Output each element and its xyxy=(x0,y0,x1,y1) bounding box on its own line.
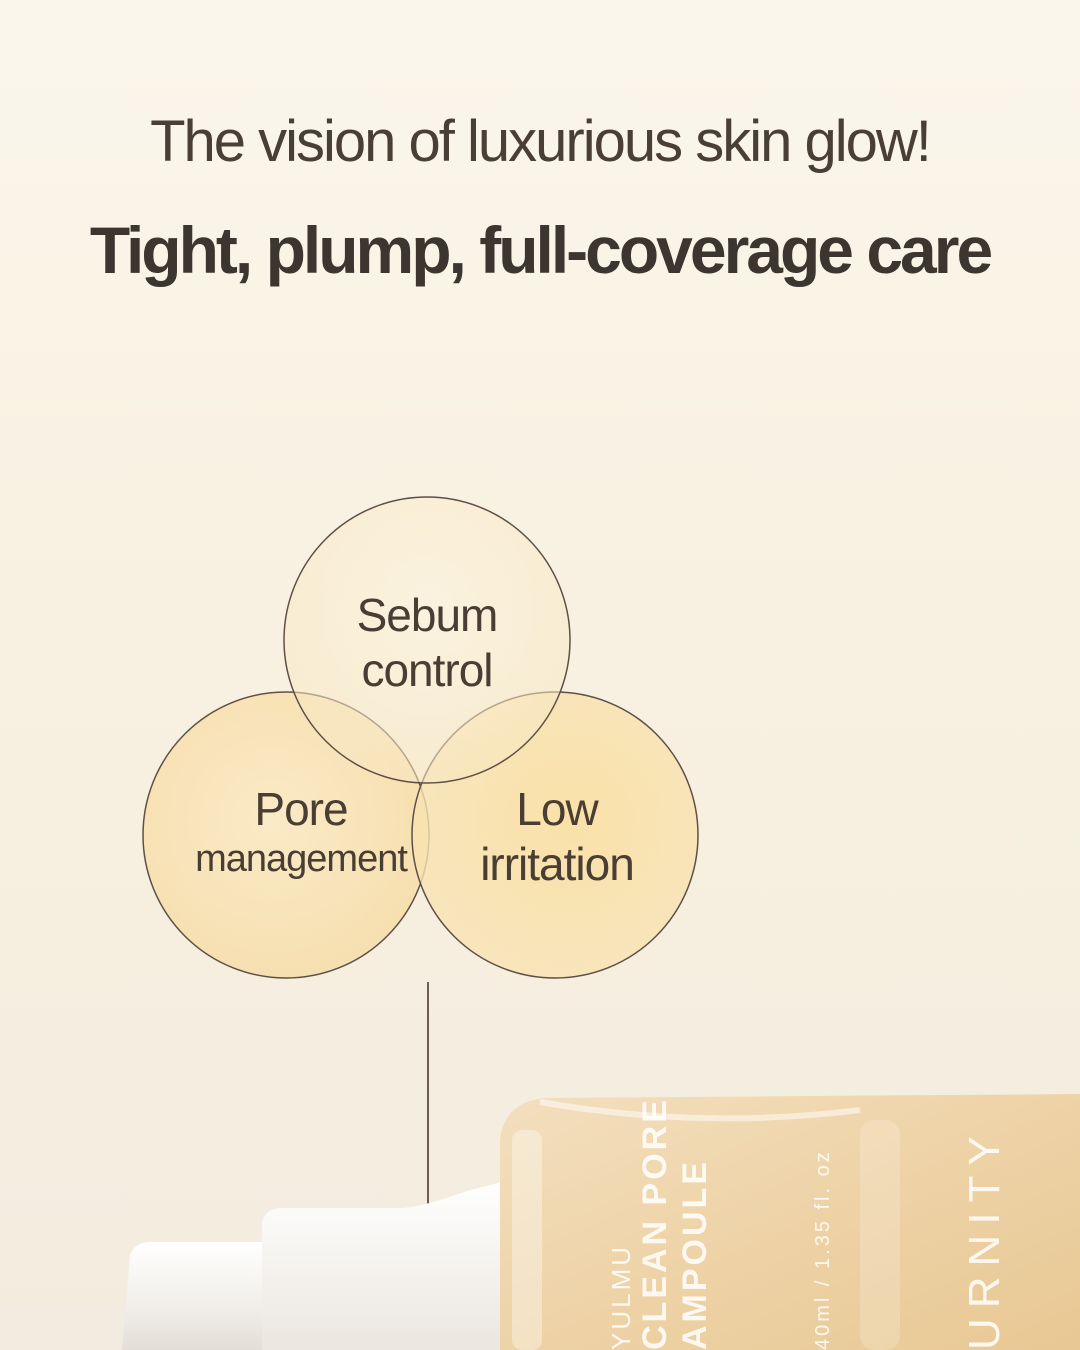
bottle-brand-big: URNITY xyxy=(960,1126,1009,1350)
venn-label-left-line1: Pore xyxy=(254,783,348,835)
bottle-dropper-tip xyxy=(122,1242,270,1350)
bottle-dropper-collar xyxy=(262,1180,510,1350)
bottle-shine xyxy=(539,1099,861,1122)
headline-line1: The vision of luxurious skin glow! xyxy=(150,109,932,174)
headline-line2: Tight, plump, full-coverage care xyxy=(89,213,993,287)
bottle-volume: 40ml / 1.35 fl. oz xyxy=(812,1149,834,1350)
bottle-brand-line: YULMU xyxy=(606,1243,636,1350)
venn-label-top-line2: control xyxy=(361,644,493,697)
venn-label-right-line1: Low xyxy=(516,783,598,835)
venn-label-right-line2: irritation xyxy=(480,838,635,891)
venn-label-pore-management: Pore management xyxy=(156,782,446,883)
bottle-product-line1: CLEAN PORE xyxy=(636,1097,674,1350)
venn-circle-top xyxy=(283,496,571,784)
venn-label-top-line1: Sebum xyxy=(356,589,499,641)
connector-line xyxy=(427,982,429,1230)
venn-diagram: Sebum control Pore management Low irrita… xyxy=(140,480,720,1000)
bottle-highlight xyxy=(512,1130,542,1350)
venn-label-low-irritation: Low irritation xyxy=(412,782,702,892)
ampoule-bottle-image xyxy=(122,1094,1080,1350)
venn-label-sebum-control: Sebum control xyxy=(282,588,572,698)
venn-circles xyxy=(142,496,699,979)
bottle-highlight-2 xyxy=(860,1120,900,1350)
bottle-product-line2: AMPOULE xyxy=(676,1159,714,1350)
bottle-glass-body xyxy=(500,1094,1080,1350)
venn-label-left-line2: management xyxy=(195,838,408,881)
